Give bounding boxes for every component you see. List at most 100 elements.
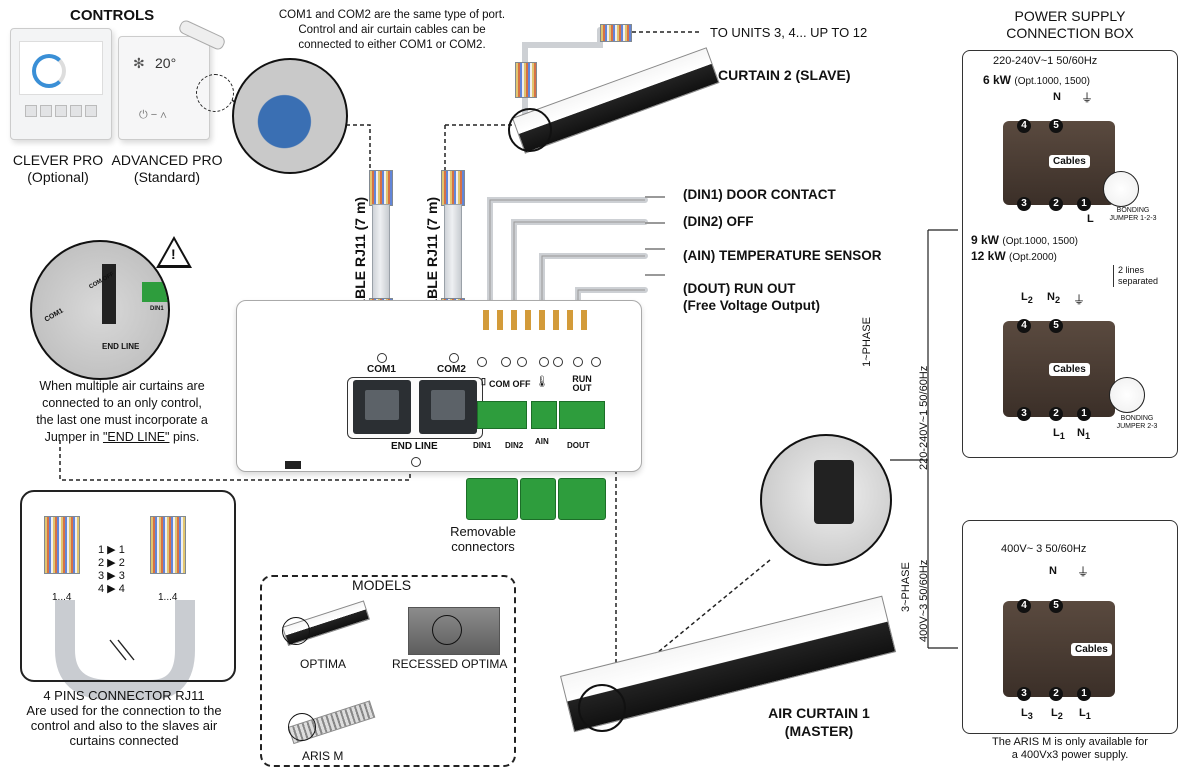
rj11-right-range: 1...4 [158, 592, 178, 603]
din2-label: (DIN2) OFF [683, 214, 754, 229]
model-optima[interactable]: OPTIMA [300, 657, 347, 671]
model-recessed-optima[interactable]: RECESSED OPTIMA [392, 657, 508, 671]
ain-terminal[interactable] [531, 401, 557, 429]
box1-voltage: 220-240V~1 50/60Hz [993, 55, 1098, 67]
dout-dot [591, 357, 601, 367]
com1-port[interactable] [353, 380, 411, 434]
door-icon: ▯ [481, 376, 486, 386]
advanced-pro-label: ADVANCED PRO [111, 152, 223, 168]
controls-heading: CONTROLS [70, 7, 155, 24]
dout-dot [573, 357, 583, 367]
din-dot [477, 357, 487, 367]
box1-n: N [1053, 91, 1061, 103]
three-phase-box: 400V~ 3 50/60Hz N ⏚ 4 5 Cables 3 2 1 L3 … [962, 520, 1178, 734]
fan-icon: ✻ [133, 55, 145, 71]
com-port-note: COM1 and COM2 are the same type of port.… [278, 9, 506, 51]
wire-ends [645, 193, 665, 297]
aris-m-circle [288, 713, 316, 741]
ain-dot [553, 357, 563, 367]
rj11-right-plug [150, 516, 186, 574]
pin-mapping: 1 ▶ 1 2 ▶ 2 3 ▶ 3 4 ▶ 4 [98, 544, 125, 595]
clever-pro-thermostat[interactable] [10, 28, 112, 140]
ain-dot [539, 357, 549, 367]
ferrules [483, 310, 593, 330]
run-out-label: RUN [572, 374, 592, 384]
din1-port-label: DIN1 [473, 441, 492, 450]
dout-label: (DOUT) RUN OUT [683, 281, 796, 296]
end-line-inset: COM1 END LINE COM OFF DIN1 [30, 240, 170, 380]
cable2-plug-top [441, 170, 465, 206]
power-9kw: 9 kW [971, 233, 1000, 247]
clever-pro-label: CLEVER PRO [12, 152, 104, 168]
dout-terminal[interactable] [559, 401, 605, 429]
clever-pro-note: (Optional) [27, 169, 89, 185]
model-aris-m[interactable]: ARIS M [302, 749, 344, 763]
terminal-1: 1 [1077, 687, 1091, 701]
cable1 [372, 204, 390, 302]
box2-n: N [1049, 565, 1057, 577]
models-heading: MODELS [352, 577, 412, 593]
removable-connectors-label: Removable [450, 524, 516, 539]
warning-icon: ! [156, 236, 192, 268]
inset-com1-label: COM1 [43, 307, 65, 324]
inset-pcb [814, 460, 854, 524]
terminal-2: 2 [1049, 197, 1063, 211]
terminal-1: 1 [1077, 197, 1091, 211]
ain-label: (AIN) TEMPERATURE SENSOR [683, 248, 882, 263]
com2-port-label: COM2 [437, 364, 466, 375]
cable2 [444, 204, 462, 302]
terminal-5: 5 [1049, 599, 1063, 613]
com2-pin [449, 353, 459, 363]
bonding-jumper-23: BONDING [1120, 415, 1154, 422]
terminal-2: 2 [1049, 407, 1063, 421]
jumper [102, 264, 116, 324]
rj11-left-range: 1...4 [52, 592, 72, 603]
terminal-2: 2 [1049, 687, 1063, 701]
terminal-3: 3 [1017, 687, 1031, 701]
box2-l1: L [1079, 707, 1086, 719]
din2-port-label: DIN2 [505, 441, 524, 450]
box1-cables: Cables [1049, 155, 1090, 168]
inset-end-line-label: END LINE [102, 342, 140, 351]
thermometer-icon: 🌡 [535, 376, 549, 388]
terminal-4: 4 [1017, 599, 1031, 613]
box1-n2: N [1047, 291, 1055, 303]
bonding-jumper-123-image [1103, 171, 1139, 207]
advanced-pro-note: (Standard) [133, 169, 201, 185]
air-curtain-2-label: AIR CURTAIN 2 (SLAVE) [690, 67, 851, 83]
din-terminal[interactable] [477, 401, 527, 429]
box1-l1: L [1053, 427, 1060, 439]
air-curtain-1-detail-inset [760, 434, 892, 566]
box2-l3: L [1021, 707, 1028, 719]
single-phase-box: 220-240V~1 50/60Hz 6 kW (Opt.1000, 1500)… [962, 50, 1178, 458]
com2-port[interactable] [419, 380, 477, 434]
power-supply-heading: POWER SUPPLY [1014, 8, 1126, 24]
air-curtain-2-port-circle [508, 108, 552, 152]
end-line-quote: "END LINE" [102, 430, 170, 444]
optima-circle [282, 617, 310, 645]
removable-connector-din[interactable] [466, 478, 518, 520]
models-box: MODELS OPTIMA RECESSED OPTIMA ARIS M [260, 575, 516, 767]
removable-connector-dout[interactable] [558, 478, 606, 520]
pcb-detail-inset [232, 58, 348, 174]
terminal-1: 1 [1077, 407, 1091, 421]
board-latch [285, 461, 301, 469]
box2-cables: Cables [1071, 643, 1112, 656]
remote-signal-circle [196, 74, 234, 112]
power-12kw: 12 kW [971, 249, 1006, 263]
terminal-3: 3 [1017, 407, 1031, 421]
box1-l: L [1087, 213, 1094, 225]
clever-pro-screen [19, 41, 103, 95]
box1-l2: L [1021, 291, 1028, 303]
phase1-label: 1~PHASE [861, 317, 873, 367]
power-6kw: 6 kW [983, 73, 1012, 87]
removable-connector-ain[interactable] [520, 478, 556, 520]
aris-m-note: The ARIS M is only available for [992, 736, 1148, 748]
box1-cables-2: Cables [1049, 363, 1090, 376]
dout-port-label: DOUT [567, 441, 590, 450]
advanced-pro-thermostat[interactable]: 20° ✻ ⏻ − ∧ [118, 36, 210, 140]
rj11-pin-diagram: 1 ▶ 1 2 ▶ 2 3 ▶ 3 4 ▶ 4 1...4 1...4 [20, 490, 236, 682]
recessed-optima-circle [432, 615, 462, 645]
box2-l2: L [1051, 707, 1058, 719]
cable1-plug-top [369, 170, 393, 206]
